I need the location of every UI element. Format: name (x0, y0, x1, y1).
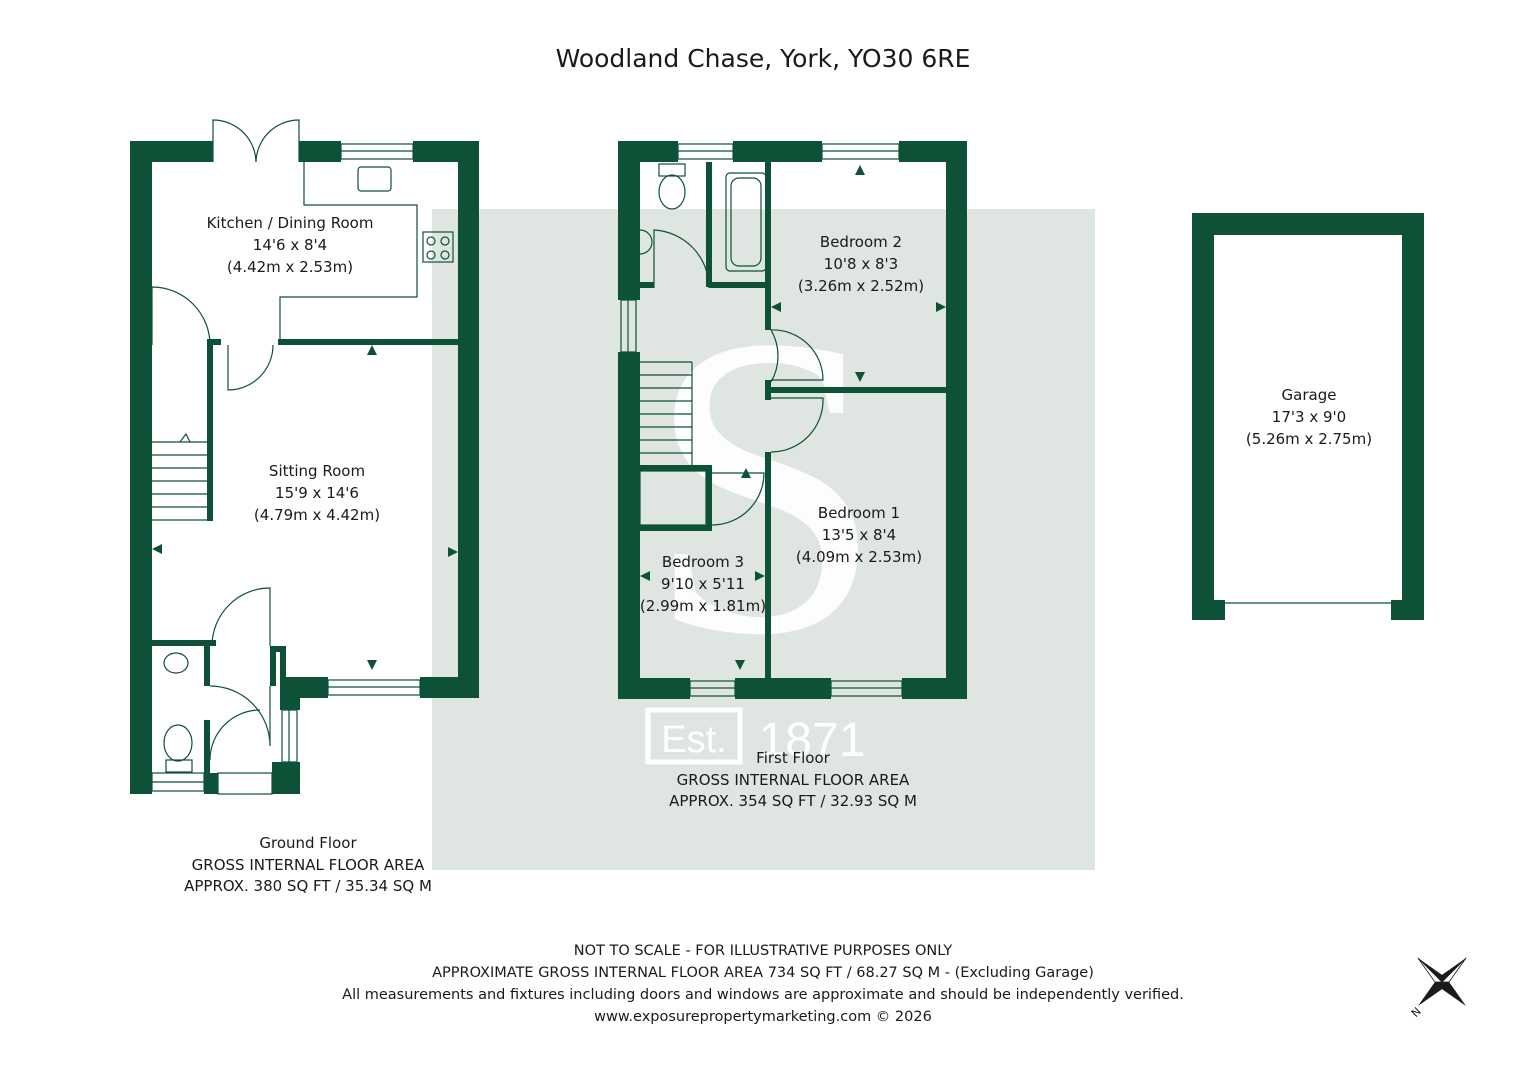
room-name: Bedroom 2 (819, 233, 903, 251)
disclaimer-line: All measurements and fixtures including … (342, 987, 1184, 1003)
room-imperial: 17'3 x 9'0 (1271, 408, 1347, 426)
disclaimer-line: NOT TO SCALE - FOR ILLUSTRATIVE PURPOSES… (573, 943, 953, 959)
floor-area-label: GROSS INTERNAL FLOOR AREA (676, 770, 910, 789)
room-metric: (5.26m x 2.75m) (1245, 430, 1373, 448)
room-label-sitting: Sitting Room 15'9 x 14'6 (4.79m x 4.42m) (254, 460, 380, 526)
page-title: Woodland Chase, York, YO30 6RE (555, 44, 971, 73)
garage-walls (1192, 213, 1424, 620)
floor-name: Ground Floor (259, 834, 357, 852)
first-floor-fixtures (620, 143, 903, 697)
ground-floor-fixtures (151, 119, 454, 795)
room-metric: (2.99m x 1.81m) (639, 597, 767, 615)
room-name: Kitchen / Dining Room (206, 214, 374, 232)
room-imperial: 10'8 x 8'3 (823, 255, 899, 273)
ground-floor-walls (130, 141, 479, 794)
floor-area: APPROX. 380 SQ FT / 35.34 SQ M (184, 877, 432, 895)
room-name: Sitting Room (268, 462, 366, 480)
watermark-est-box (645, 707, 743, 765)
room-imperial: 14'6 x 8'4 (252, 236, 328, 254)
website-link[interactable]: www.exposurepropertymarketing.com © 2026 (594, 1009, 932, 1025)
watermark-year: 1871 (759, 714, 866, 767)
watermark-est-label: Est. (661, 719, 726, 761)
room-name: Bedroom 3 (661, 553, 745, 571)
first-floor-arrows (640, 165, 946, 670)
room-label-kitchen: Kitchen / Dining Room 14'6 x 8'4 (4.42m … (207, 212, 374, 278)
room-imperial: 13'5 x 8'4 (821, 526, 897, 544)
room-metric: (3.26m x 2.52m) (797, 277, 925, 295)
disclaimer-line: APPROXIMATE GROSS INTERNAL FLOOR AREA 73… (432, 965, 1094, 981)
room-metric: (4.79m x 4.42m) (253, 506, 381, 524)
ground-floor-plan (130, 119, 479, 795)
room-label-bedroom-2: Bedroom 2 10'8 x 8'3 (3.26m x 2.52m) (798, 231, 924, 297)
disclaimer: NOT TO SCALE - FOR ILLUSTRATIVE PURPOSES… (342, 940, 1184, 1028)
room-label-bedroom-1: Bedroom 1 13'5 x 8'4 (4.09m x 2.53m) (796, 502, 922, 568)
floor-summary-ground: Ground Floor GROSS INTERNAL FLOOR AREA A… (184, 833, 432, 898)
room-imperial: 9'10 x 5'11 (661, 575, 745, 593)
room-label-garage: Garage 17'3 x 9'0 (5.26m x 2.75m) (1246, 384, 1372, 450)
room-imperial: 15'9 x 14'6 (275, 484, 359, 502)
compass-north-label: N (1409, 1005, 1424, 1020)
room-metric: (4.42m x 2.53m) (226, 258, 354, 276)
compass-rose-icon (1417, 957, 1467, 1007)
first-floor-walls (618, 141, 967, 699)
room-label-bedroom-3: Bedroom 3 9'10 x 5'11 (2.99m x 1.81m) (640, 551, 766, 617)
floor-area-label: GROSS INTERNAL FLOOR AREA (191, 855, 425, 874)
first-floor-plan (618, 141, 967, 699)
floor-name: First Floor (756, 749, 830, 767)
room-name: Garage (1281, 386, 1337, 404)
room-metric: (4.09m x 2.53m) (795, 548, 923, 566)
floor-area: APPROX. 354 SQ FT / 32.93 SQ M (669, 792, 917, 810)
room-name: Bedroom 1 (817, 504, 901, 522)
garage-plan (1192, 213, 1424, 620)
ground-floor-arrows (152, 345, 458, 670)
floor-summary-first: First Floor GROSS INTERNAL FLOOR AREA AP… (669, 748, 917, 813)
